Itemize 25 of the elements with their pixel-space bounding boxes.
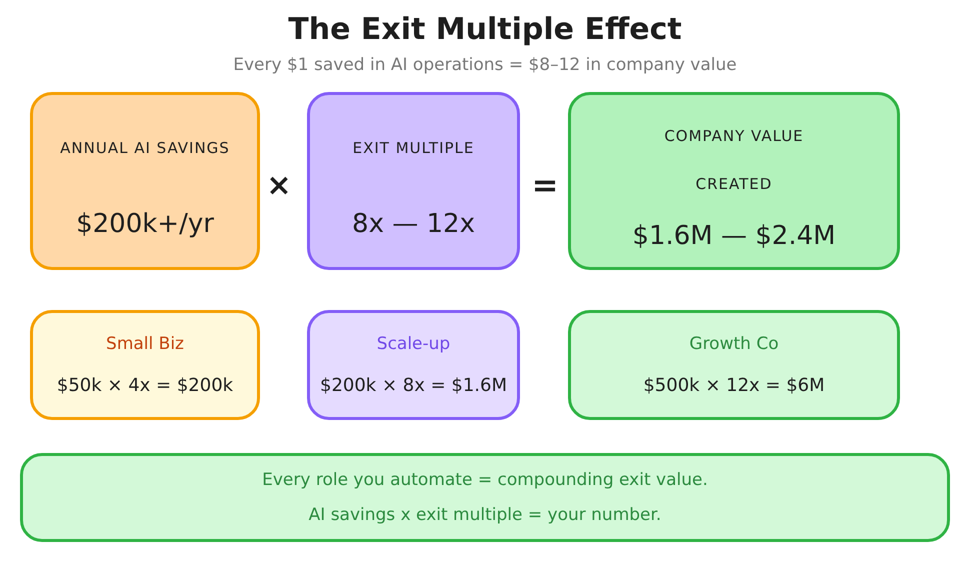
- example-card: [307, 310, 520, 420]
- note-text: AI savings x exit multiple = your number.: [308, 505, 662, 526]
- card-heading: EXIT MULTIPLE: [352, 138, 474, 158]
- card-heading: Scale-up: [376, 334, 450, 354]
- title: The Exit Multiple Effect: [287, 12, 683, 47]
- card-heading: Growth Co: [689, 334, 779, 354]
- card-heading: COMPANY VALUE CREATED: [663, 126, 805, 194]
- formula-card: [568, 92, 900, 270]
- equals-sign: =: [530, 166, 560, 204]
- multiply-sign: ×: [266, 168, 292, 203]
- formula-card: [307, 92, 520, 270]
- card-heading: Small Biz: [106, 334, 184, 354]
- example-card: [568, 310, 900, 420]
- calculation-text: $200k × 8x = $1.6M: [320, 375, 507, 396]
- calculation-text: $50k × 4x = $200k: [56, 375, 234, 396]
- note-text: Every role you automate = compounding exit value.: [262, 470, 708, 490]
- formula-card: [30, 92, 260, 270]
- card-heading: ANNUAL AI SAVINGS: [60, 138, 230, 158]
- card-value: $200k+/yr: [76, 208, 214, 238]
- card-value: $1.6M — $2.4M: [632, 220, 836, 250]
- subtitle: Every $1 saved in AI operations = $8–12 in company value: [232, 55, 738, 75]
- card-value: 8x — 12x: [352, 208, 475, 238]
- summary-card: [20, 453, 950, 542]
- example-card: [30, 310, 260, 420]
- calculation-text: $500k × 12x = $6M: [643, 375, 825, 396]
